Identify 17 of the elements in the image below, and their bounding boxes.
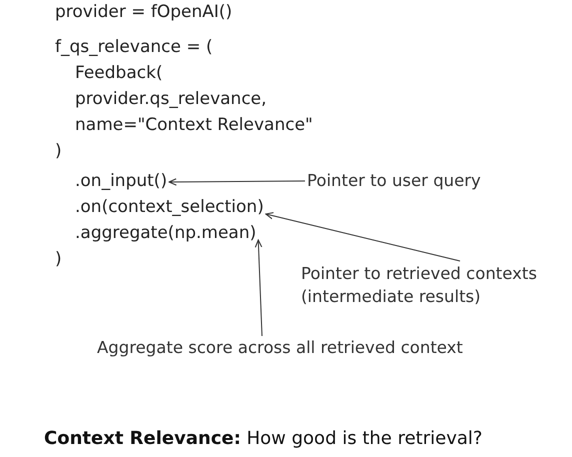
leader-arrow	[265, 212, 460, 262]
code-line: provider = fOpenAI()	[55, 1, 232, 23]
leader-arrow	[168, 178, 306, 186]
code-line: provider.qs_relevance,	[75, 88, 267, 110]
code-line: .on_input()	[75, 170, 168, 192]
annotation-text: Pointer to retrieved contexts (intermediate results)	[301, 262, 566, 308]
annotation-text: Aggregate score across all retrieved context	[97, 337, 463, 359]
code-line: f_qs_relevance = (	[55, 36, 213, 58]
caption: Context Relevance: How good is the retrieval?	[44, 428, 482, 449]
code-line: )	[55, 140, 62, 162]
code-line: name="Context Relevance"	[75, 114, 313, 136]
code-line: )	[55, 248, 62, 270]
code-line: Feedback(	[75, 62, 163, 84]
code-line: .on(context_selection)	[75, 196, 264, 218]
annotation-text: Pointer to user query	[307, 170, 481, 192]
code-line: .aggregate(np.mean)	[75, 222, 256, 244]
leader-arrow	[254, 239, 262, 336]
